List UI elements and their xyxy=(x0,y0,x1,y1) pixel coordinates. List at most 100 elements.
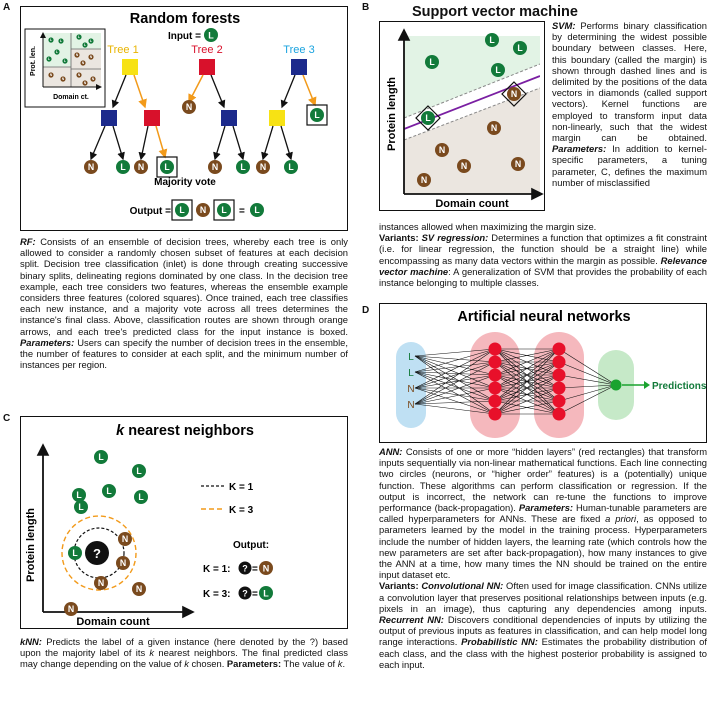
support-vector: N xyxy=(501,81,527,107)
inlet-point: L xyxy=(76,34,82,40)
knn-caption: kNN: Predicts the label of a given insta… xyxy=(20,636,348,670)
inlet-point: N xyxy=(48,72,54,78)
vote-n-icon: N xyxy=(196,203,210,217)
svg-text:N: N xyxy=(98,578,104,588)
predictions-label: Predictions xyxy=(652,381,707,392)
vote-l-icon: L xyxy=(171,199,193,221)
svg-text:N: N xyxy=(90,55,93,59)
hidden-neuron xyxy=(488,342,502,356)
data-point: N xyxy=(417,173,431,187)
svg-text:?: ? xyxy=(242,589,248,599)
support-vector: L xyxy=(415,105,441,131)
knn-out-k1-label: K = 1: xyxy=(203,564,231,575)
data-point: L xyxy=(74,500,88,514)
data-point: N xyxy=(118,532,132,546)
svg-text:L: L xyxy=(106,486,112,496)
svg-text:L: L xyxy=(48,57,50,61)
inlet-point: L xyxy=(88,38,94,44)
svg-text:L: L xyxy=(179,205,185,215)
knn-y-label: Protein length xyxy=(25,508,37,582)
tree-leaf: L xyxy=(284,160,298,174)
svg-text:N: N xyxy=(50,73,53,77)
svg-text:L: L xyxy=(495,65,501,75)
svg-text:N: N xyxy=(200,205,206,215)
svg-text:N: N xyxy=(82,61,85,65)
knn-out-k3-label: K = 3: xyxy=(203,589,231,600)
tree-1 xyxy=(89,59,168,161)
svg-text:N: N xyxy=(84,81,87,85)
tree-leaf: L xyxy=(306,104,328,126)
input-label: Input = xyxy=(168,31,201,42)
tree-3-label: Tree 3 xyxy=(283,44,314,56)
svg-text:N: N xyxy=(122,534,128,544)
knn-output-label: Output: xyxy=(233,540,269,551)
data-point: N xyxy=(94,576,108,590)
svg-text:L: L xyxy=(425,113,431,123)
tree-leaf: L xyxy=(116,160,130,174)
tree-leaf: L xyxy=(236,160,250,174)
tree-1-label: Tree 1 xyxy=(107,44,138,56)
hidden-neuron xyxy=(552,342,566,356)
data-point: N xyxy=(457,159,471,173)
k1-radius xyxy=(73,527,125,579)
svg-text:L: L xyxy=(314,110,320,120)
hidden-neuron xyxy=(488,355,502,369)
svg-text:N: N xyxy=(120,558,126,568)
inlet-point: L xyxy=(54,49,60,55)
panel-letter-b: B xyxy=(362,2,370,13)
input-class-l-icon xyxy=(204,28,218,42)
svg-text:=: = xyxy=(252,564,258,575)
inlet-point: N xyxy=(88,54,94,60)
svg-text:N: N xyxy=(491,123,497,133)
final-output-icon: L xyxy=(250,203,264,217)
svg-text:N: N xyxy=(260,162,266,172)
data-point: N xyxy=(132,582,146,596)
inlet-point: N xyxy=(82,80,88,86)
svg-text:L: L xyxy=(136,466,142,476)
k3-radius xyxy=(61,515,137,591)
inlet-point: N xyxy=(80,60,86,66)
knn-x-label: Domain count xyxy=(76,616,150,628)
svg-text:L: L xyxy=(263,589,269,599)
svg-text:N: N xyxy=(62,77,65,81)
output-label: Output = xyxy=(130,206,172,217)
tree-2-label: Tree 2 xyxy=(191,44,222,56)
data-point: L xyxy=(425,55,439,69)
svg-text:N: N xyxy=(515,159,521,169)
query-point xyxy=(85,541,109,565)
svg-text:L: L xyxy=(84,43,86,47)
svg-text:N: N xyxy=(461,161,467,171)
data-point: N xyxy=(435,143,449,157)
tree-leaf: L xyxy=(156,156,178,178)
data-point: N xyxy=(64,602,78,616)
svg-text:L: L xyxy=(56,50,58,54)
svg-text:L: L xyxy=(489,35,495,45)
inlet-point: N xyxy=(74,52,80,58)
svg-text:L: L xyxy=(60,39,62,43)
svg-text:L: L xyxy=(138,492,144,502)
ann-title: Artificial neural networks xyxy=(457,309,630,325)
svg-text:?: ? xyxy=(242,564,248,574)
inlet-point: L xyxy=(46,56,52,62)
output-neuron xyxy=(610,379,622,391)
svg-text:L: L xyxy=(90,39,92,43)
hidden-neuron xyxy=(552,394,566,408)
data-point: N xyxy=(487,121,501,135)
tree-3 xyxy=(261,59,317,161)
data-point: L xyxy=(513,41,527,55)
inlet-point: N xyxy=(90,76,96,82)
knn-k1-result-icon xyxy=(259,561,273,575)
tree-leaf: N xyxy=(208,160,222,174)
svg-text:?: ? xyxy=(93,546,101,561)
svg-text:N: N xyxy=(92,77,95,81)
svg-text:L: L xyxy=(120,162,126,172)
data-point: L xyxy=(491,63,505,77)
svg-text:L: L xyxy=(78,35,80,39)
input-node: N xyxy=(407,384,414,395)
tree-leaf: N xyxy=(84,160,98,174)
inlet-y-label: Prot. len. xyxy=(30,46,37,76)
data-point: L xyxy=(102,484,116,498)
